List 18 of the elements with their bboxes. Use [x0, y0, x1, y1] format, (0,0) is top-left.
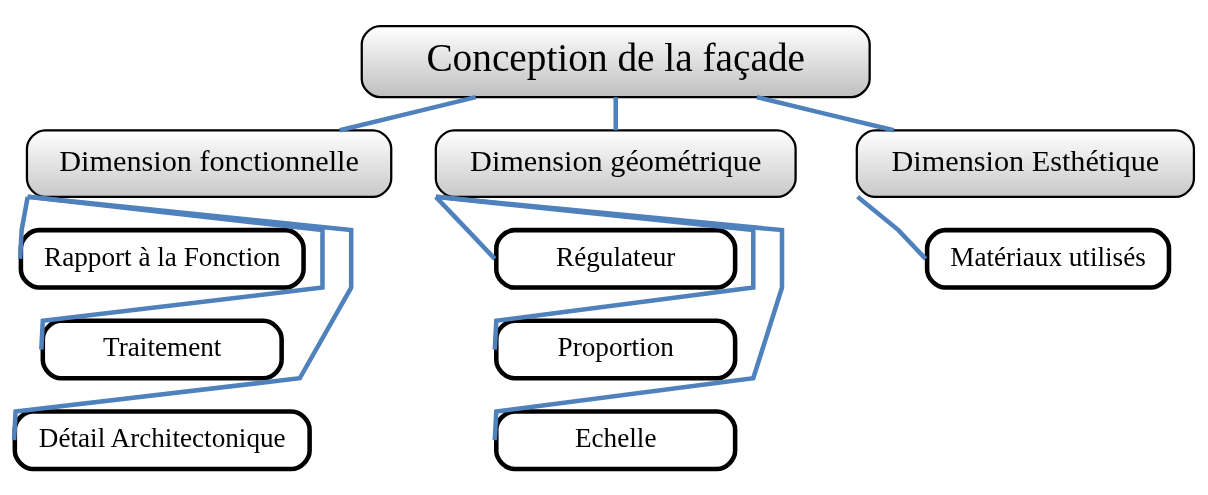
node-box: Rapport à la Fonction [18, 227, 306, 290]
node-box: Proportion [494, 318, 738, 381]
node-box: Dimension Esthétique [855, 129, 1196, 198]
connector [17, 196, 30, 259]
connector [434, 195, 497, 261]
connector [435, 194, 756, 350]
node-box: Matériaux utilisés [924, 227, 1172, 290]
node-box: Conception de la façade [360, 24, 871, 99]
node-box: Dimension fonctionnelle [25, 129, 393, 198]
connector [339, 94, 477, 133]
node-box: Dimension géométrique [434, 129, 797, 198]
node-box: Détail Architectonique [12, 409, 312, 472]
node-box: Traitement [40, 318, 284, 381]
connector [856, 195, 928, 261]
connector [613, 97, 618, 131]
node-box: Echelle [494, 409, 738, 472]
node-box: Régulateur [494, 227, 738, 290]
connector [756, 94, 895, 133]
